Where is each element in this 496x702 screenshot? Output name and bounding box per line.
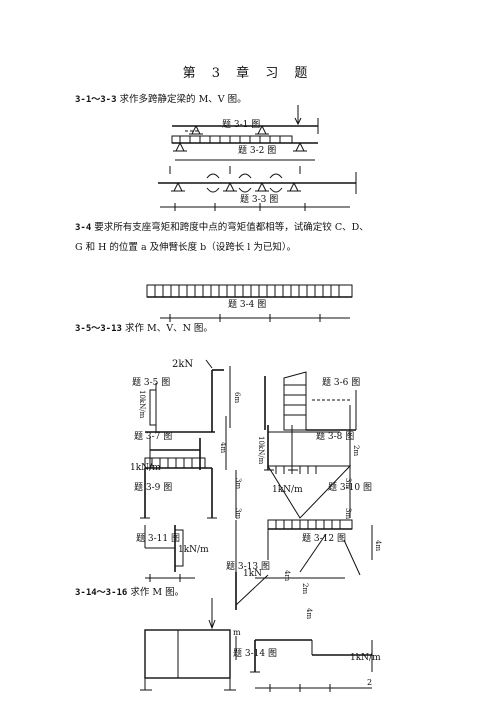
- load-1kn-per-m-e: 1kN/m: [350, 653, 381, 663]
- load-1kn-per-m-c: 1kN/m: [178, 545, 209, 555]
- frame-figure-3-12: [267, 519, 373, 576]
- frame-figure-3-14: [140, 598, 373, 692]
- caption-3-5: 题 3-5 图: [132, 378, 171, 388]
- load-10kn-per-m-b: 10kN/m: [257, 436, 265, 465]
- problem-text: 求作 M 图。: [130, 587, 185, 598]
- caption-3-11: 题 3-11 图: [136, 534, 180, 544]
- dim-3m: 3m: [234, 478, 242, 490]
- dim-2m: 2m: [352, 445, 360, 457]
- load-1kn: 1kN: [243, 569, 263, 579]
- frame-figure-3-11: [144, 520, 237, 572]
- problem-text: 求作 M、V、N 图。: [124, 323, 213, 334]
- frame-figure-3-6: [264, 371, 357, 431]
- dim-m: m: [233, 628, 241, 637]
- problem-id: 3-1～3-3: [75, 95, 117, 105]
- problem-text: 求作多跨静定梁的 M、V 图。: [119, 94, 247, 105]
- dim-4m-c: 4m: [374, 540, 382, 552]
- dim-2: 2: [367, 678, 373, 687]
- dim-2m-b: 2m: [301, 583, 309, 595]
- problem-3-14-3-16: 3-14～3-16 求作 M 图。: [75, 586, 184, 600]
- problem-3-4-line2: G 和 H 的位置 a 及伸臂长度 b（设跨长 l 为已知）。: [75, 242, 297, 253]
- dim-3m-c: 3m: [344, 478, 352, 490]
- problem-id: 3-14～3-16: [75, 588, 128, 598]
- problem-id: 3-4: [75, 223, 92, 233]
- dim-6m: 6m: [233, 392, 241, 404]
- load-1kn-per-m: 1kN/m: [130, 463, 161, 473]
- frame-figure-3-13: [145, 572, 345, 610]
- frame-figure-3-5: [145, 359, 231, 433]
- caption-3-12: 题 3-12 图: [302, 534, 346, 544]
- caption-3-14: 题 3-14 图: [233, 649, 277, 659]
- problem-text: 要求所有支座弯矩和跨度中点的弯矩值都相等，试确定铰 C、D、: [94, 222, 369, 233]
- dim-4m: 4m: [219, 442, 227, 454]
- problem-3-4: 3-4 要求所有支座弯矩和跨度中点的弯矩值都相等，试确定铰 C、D、: [75, 221, 369, 235]
- caption-3-2: 题 3-2 图: [238, 146, 277, 156]
- load-1kn-per-m-b: 1kN/m: [272, 485, 303, 495]
- chapter-title: 第 3 章 习 题: [182, 66, 314, 81]
- problem-3-1-3-3: 3-1～3-3 求作多跨静定梁的 M、V 图。: [75, 93, 247, 107]
- beam-figure-3-1: [172, 105, 319, 135]
- dim-3m-b: 3m: [234, 508, 242, 520]
- beam-figure-3-3: [158, 166, 357, 211]
- dim-3m-d: 3m: [344, 508, 352, 520]
- beam-figure-3-2: [171, 135, 318, 161]
- frame-figure-3-8: [264, 405, 351, 471]
- load-10kn-per-m: 10kN/m: [138, 390, 146, 419]
- load-2kn: 2kN: [172, 359, 194, 370]
- caption-3-10: 题 3-10 图: [328, 483, 372, 493]
- frame-figure-3-9: [140, 457, 237, 519]
- frame-figure-3-10: [267, 465, 352, 519]
- caption-3-9: 题 3-9 图: [134, 483, 173, 493]
- frame-figure-3-7: [149, 416, 227, 470]
- caption-3-4: 题 3-4 图: [228, 300, 267, 310]
- dim-4m-b: 4m: [305, 608, 313, 620]
- problem-3-5-3-13: 3-5～3-13 求作 M、V、N 图。: [75, 322, 213, 336]
- caption-3-6: 题 3-6 图: [322, 378, 361, 388]
- caption-3-7: 题 3-7 图: [134, 432, 173, 442]
- dim-4m-d: 4m: [283, 570, 291, 582]
- caption-3-1: 题 3-1 图: [222, 120, 261, 130]
- caption-3-3: 题 3-3 图: [240, 195, 279, 205]
- beam-figure-3-4: [146, 284, 353, 322]
- caption-3-8: 题 3-8 图: [316, 432, 355, 442]
- problem-id: 3-5～3-13: [75, 324, 122, 334]
- caption-3-13: 题 3-13 图: [226, 562, 270, 572]
